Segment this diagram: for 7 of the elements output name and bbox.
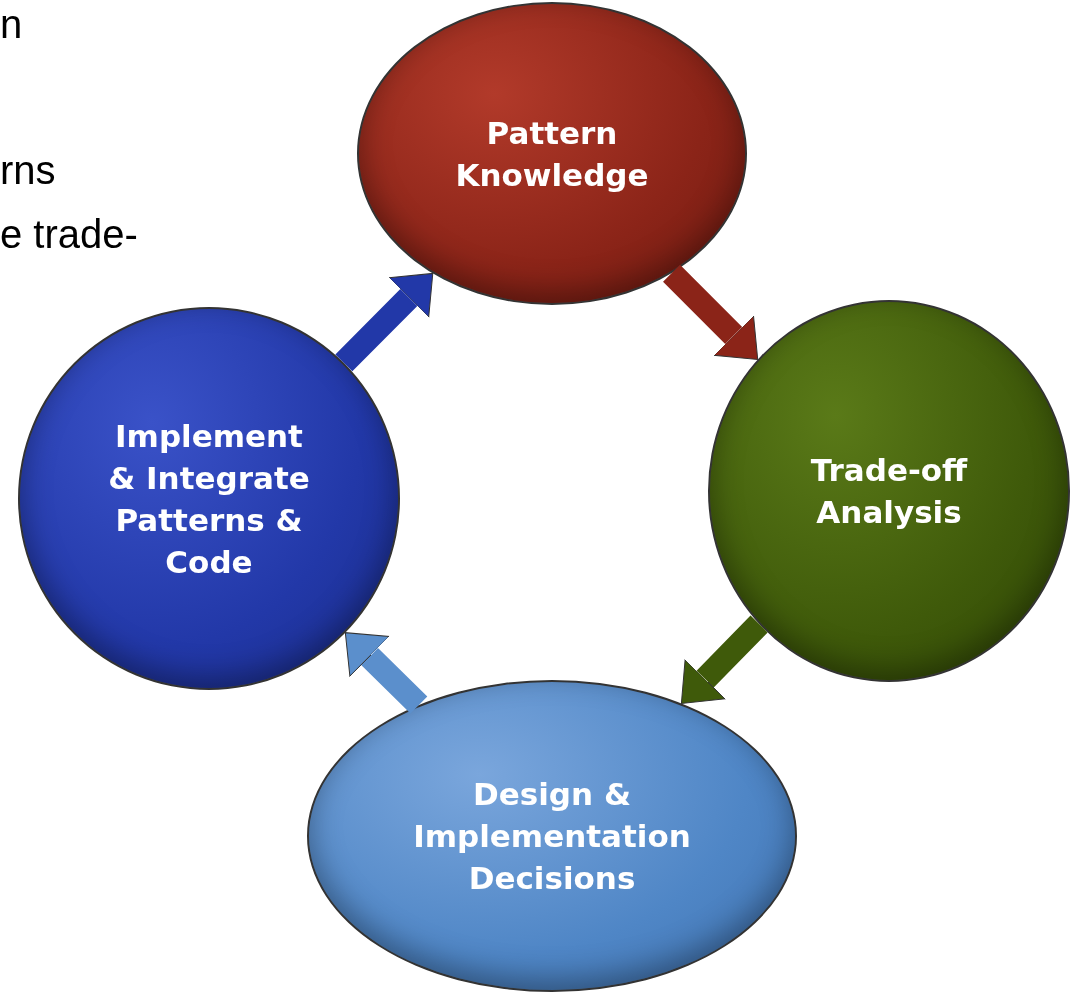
slide-text-fragment: e trade- bbox=[0, 211, 138, 258]
slide-text-fragment: rns bbox=[0, 147, 56, 194]
node-label: Implement & Integrate Patterns & Code bbox=[107, 416, 311, 582]
slide-text-fragment: n bbox=[0, 1, 23, 48]
node-label: Design & Implementation Decisions bbox=[412, 775, 692, 898]
node-label: Pattern Knowledge bbox=[454, 113, 650, 195]
node-label: Trade-off Analysis bbox=[809, 451, 969, 532]
